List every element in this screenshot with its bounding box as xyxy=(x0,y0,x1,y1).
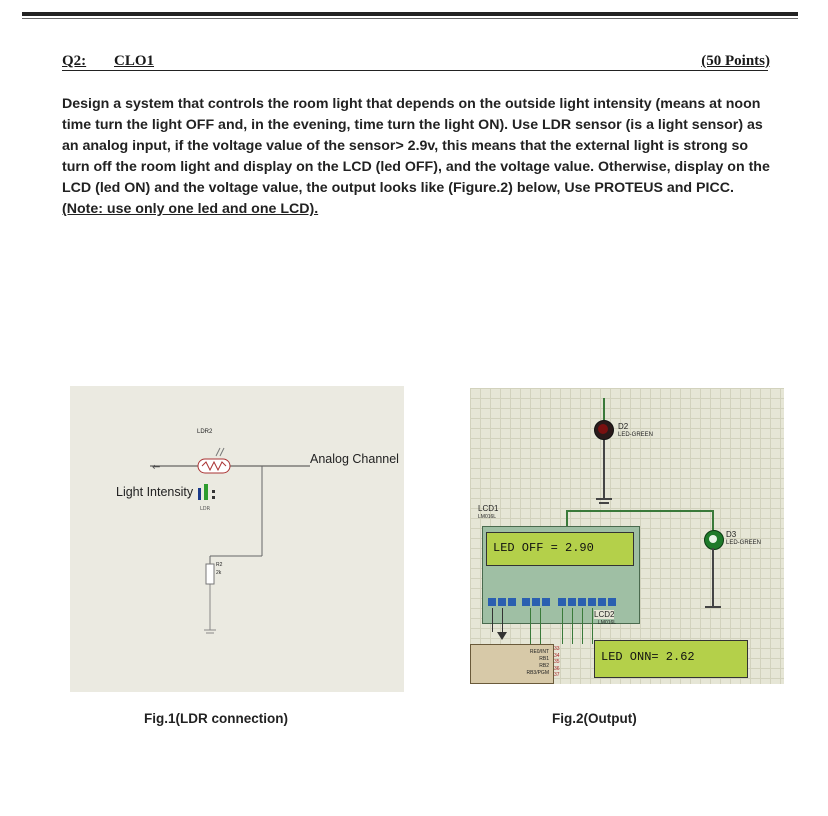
analog-channel-label: Analog Channel xyxy=(310,452,399,466)
mcu-pin-labels: RE0/INT RB1 RB2 RB3/PGM xyxy=(526,649,549,676)
r2-resistor xyxy=(205,563,215,585)
ldr-label: LDR2 xyxy=(197,429,213,435)
header-rule xyxy=(62,70,768,71)
lcd1-text: LED OFF = 2.90 xyxy=(493,541,594,555)
svg-text:LDR: LDR xyxy=(200,506,211,512)
figure-ldr-connection: ← LDR LDR2 Analog Channel Light Intensit… xyxy=(70,386,404,692)
lcd1-label: LCD1 xyxy=(478,504,499,513)
figure2-caption: Fig.2(Output) xyxy=(552,711,637,726)
pin-wire-d4 xyxy=(562,608,563,644)
d2-type: LED-GREEN xyxy=(618,432,654,438)
lcd2-label: LCD2 xyxy=(594,610,615,619)
question-note: (Note: use only one led and one LCD). xyxy=(62,201,319,217)
wire-top-rail xyxy=(566,510,714,512)
pin-wire-d6 xyxy=(582,608,583,644)
lcd2-text: LED ONN= 2.62 xyxy=(601,650,695,664)
wire-lcd-drop xyxy=(566,510,568,532)
question-text: Design a system that controls the room l… xyxy=(62,94,772,220)
pin-wire-d5 xyxy=(572,608,573,644)
ground-d3 xyxy=(705,606,721,608)
wire-d3-bottom xyxy=(712,548,714,606)
light-bar-blue xyxy=(198,488,201,500)
r2-label: R2 xyxy=(216,562,223,568)
figure1-caption: Fig.1(LDR connection) xyxy=(144,711,288,726)
microcontroller: RE0/INT RB1 RB2 RB3/PGM xyxy=(470,644,554,684)
d3-type: LED-GREEN xyxy=(726,540,762,546)
lcd1-pin-row xyxy=(488,598,636,608)
clo-label: CLO1 xyxy=(114,53,155,69)
light-intensity-label: Light Intensity xyxy=(116,485,194,499)
d3-label: D3 xyxy=(726,530,737,539)
led-d3-core xyxy=(709,535,717,543)
led-d2-core xyxy=(598,424,608,434)
lcd2-screen: LED ONN= 2.62 xyxy=(594,640,748,678)
figure-output: D2 LED-GREEN D3 LED-GREEN LCD1 LM016L LE… xyxy=(470,388,784,684)
ground-d2 xyxy=(596,498,612,500)
pin-wire-vdd xyxy=(502,608,503,632)
top-rule xyxy=(22,12,798,16)
r2-value: 2k xyxy=(216,570,222,576)
pin-wire-d7 xyxy=(592,608,593,644)
lcd2-model: LM016L xyxy=(598,620,617,626)
ground-d2-2 xyxy=(599,502,609,504)
light-bar-green xyxy=(204,484,208,500)
pin-wire-e xyxy=(540,608,541,644)
d2-label: D2 xyxy=(618,422,629,431)
lcd1-model: LM016L xyxy=(478,514,497,520)
question-number: Q2: xyxy=(62,53,87,69)
lcd1-screen: LED OFF = 2.90 xyxy=(486,532,634,566)
pin-wire-rs xyxy=(530,608,531,644)
ground-arrow-icon xyxy=(497,632,507,640)
mcu-pin-numbers: 33 34 35 36 37 xyxy=(554,646,560,678)
points-label: (50 Points) xyxy=(701,53,770,69)
pin-wire-vss xyxy=(492,608,493,632)
arrow-icon: ← xyxy=(152,462,160,473)
wire-d3-drop xyxy=(712,510,714,530)
wire-d2-top xyxy=(603,398,605,420)
question-body: Design a system that controls the room l… xyxy=(62,96,770,196)
wire-d2-bottom xyxy=(603,438,605,498)
ldr-circuit: ← LDR xyxy=(150,447,310,634)
top-rule-thin xyxy=(22,18,798,19)
